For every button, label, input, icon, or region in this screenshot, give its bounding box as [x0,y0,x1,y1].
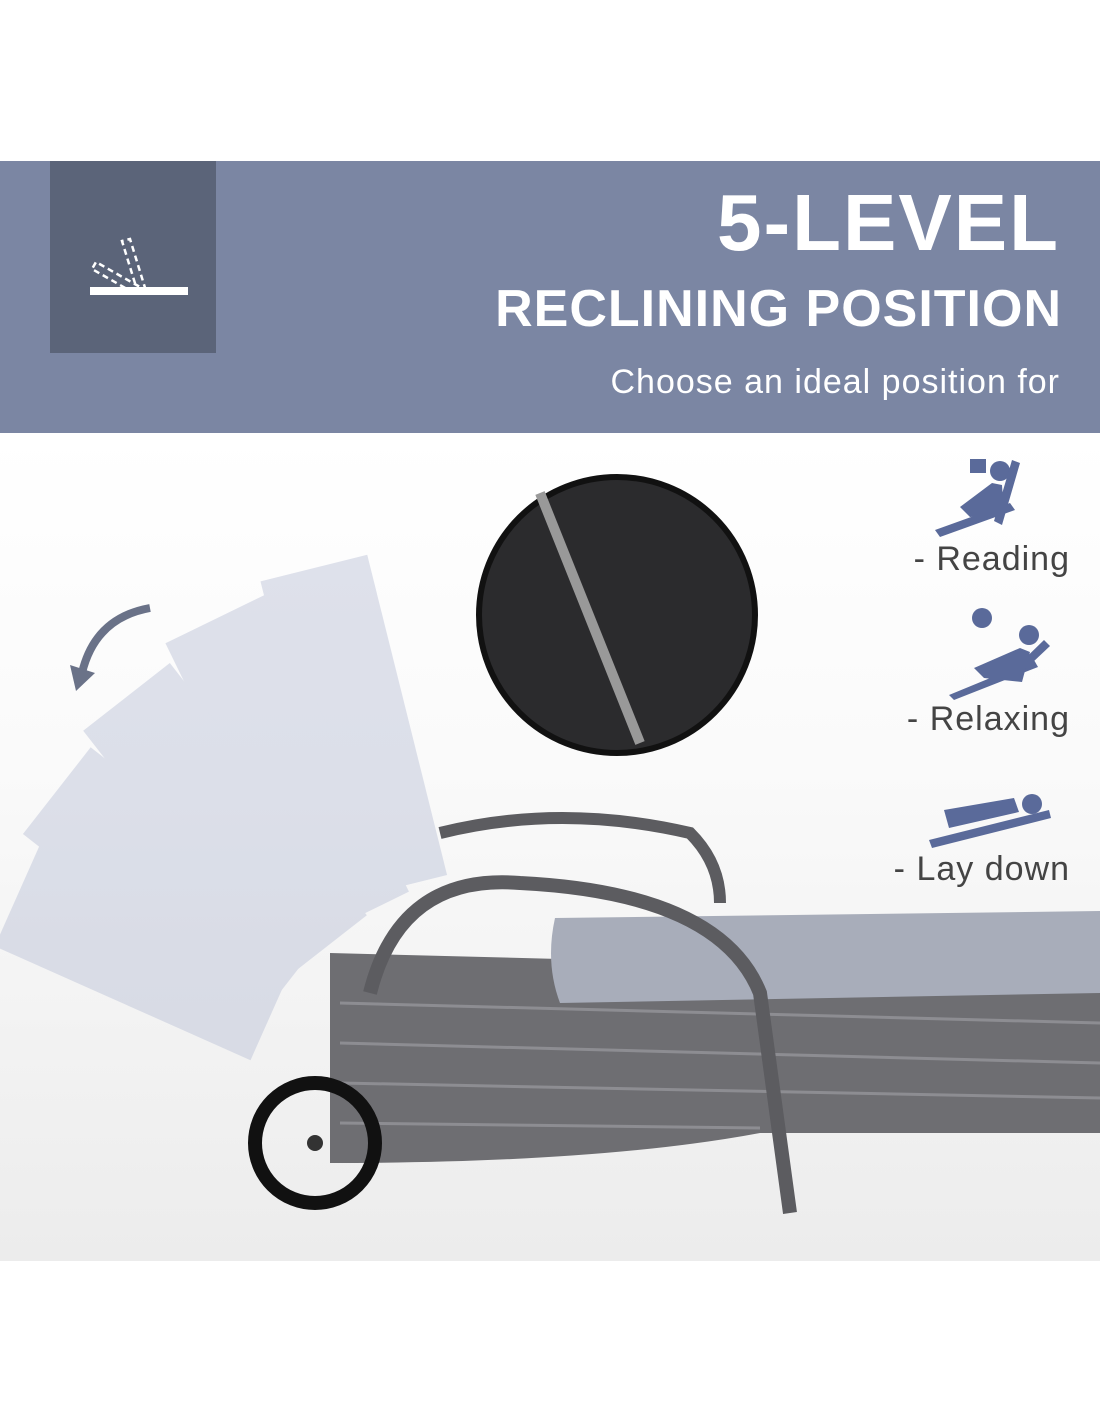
headline-level: 5-LEVEL [717,178,1060,267]
reclining-backrest-icon [50,161,216,353]
position-reading: - Reading [870,455,1070,579]
position-lay-down: - Lay down [870,790,1070,889]
feature-banner: 5-LEVEL RECLINING POSITION Choose an ide… [0,161,1100,433]
reading-person-icon [935,459,1020,537]
banner-subtitle: Choose an ideal position for [610,363,1060,401]
rotate-arrow-icon [78,604,151,674]
relaxing-person-icon [949,608,1050,700]
product-photo [0,433,1100,1261]
lying-person-icon [929,794,1051,848]
position-relaxing: - Relaxing [870,600,1070,739]
headline-reclining: RECLINING POSITION [495,280,1062,338]
